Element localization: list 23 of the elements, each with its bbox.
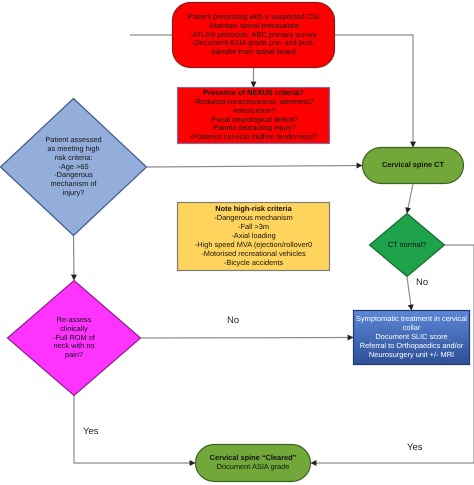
process-box xyxy=(353,310,470,365)
end-box xyxy=(195,444,311,482)
edge-label: No xyxy=(226,315,240,326)
decision-diamond xyxy=(0,98,147,236)
arrow xyxy=(73,396,196,466)
edge-label: Yes xyxy=(406,442,424,453)
note-box xyxy=(177,202,330,271)
edge-label: No xyxy=(415,277,430,288)
arrow xyxy=(310,244,474,466)
criteria-box xyxy=(177,87,330,144)
start-box xyxy=(172,2,335,68)
arrow xyxy=(147,162,363,169)
arrow xyxy=(405,184,414,214)
arrow xyxy=(250,68,256,88)
edge-label: Yes xyxy=(82,426,100,437)
process-box xyxy=(362,147,464,184)
arrow xyxy=(141,334,354,341)
decision-diamond xyxy=(7,280,141,396)
arrow xyxy=(335,34,416,148)
arrow xyxy=(406,276,414,311)
connector-line xyxy=(130,34,172,36)
arrow xyxy=(70,236,77,281)
decision-diamond xyxy=(369,213,445,277)
